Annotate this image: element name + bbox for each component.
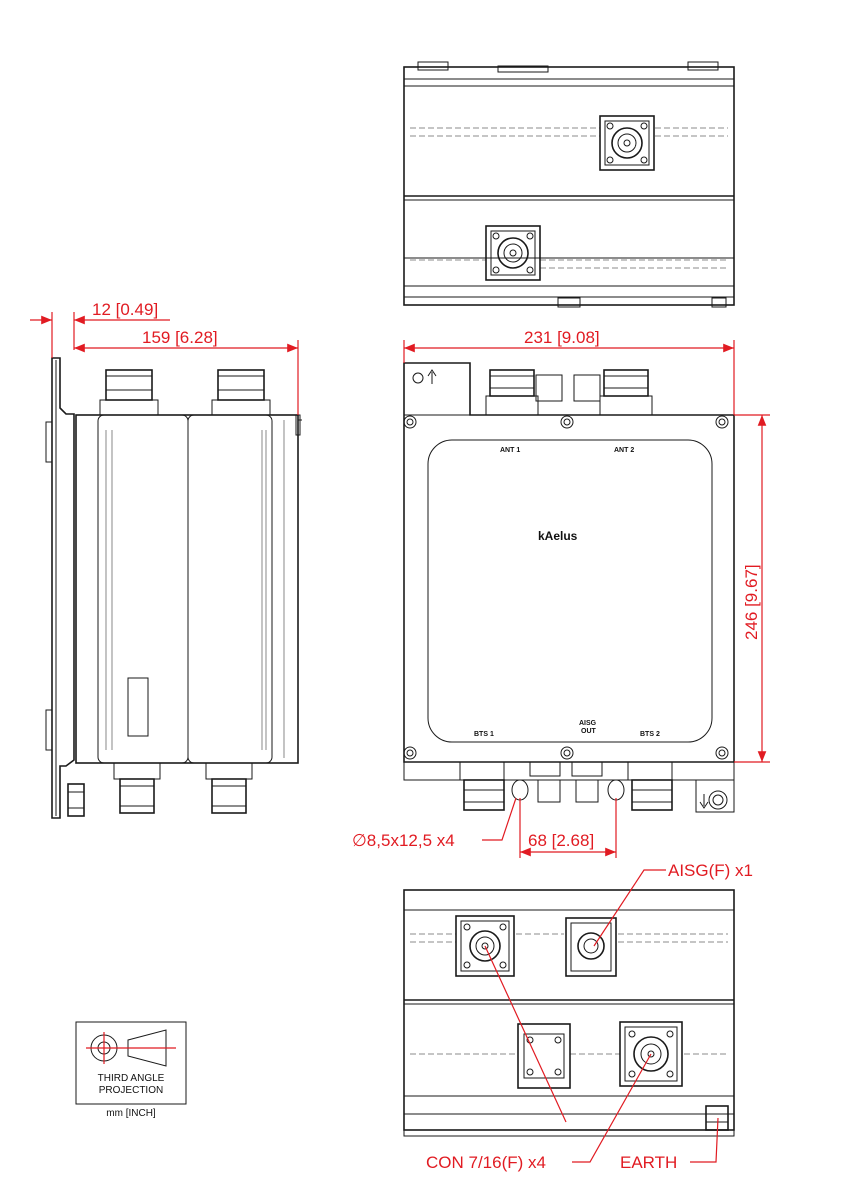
- bottom-bts-connector: [455, 915, 515, 977]
- label-ant1: ANT 1: [500, 447, 520, 454]
- top-bts-connector: [485, 225, 541, 281]
- projection-cone-icon: [127, 1029, 167, 1067]
- label-aisg-out-2: OUT: [581, 728, 597, 735]
- label-aisg-out-1: AISG: [579, 720, 597, 727]
- label-bts2: BTS 2: [640, 731, 660, 738]
- front-bottom-connectors: [459, 761, 673, 811]
- front-ant-connectors: [485, 369, 653, 416]
- projection-line2: PROJECTION: [99, 1085, 163, 1096]
- callout-earth: EARTH: [620, 1117, 719, 1172]
- earth-stud-icon: [708, 790, 728, 810]
- brand-logo: kAelus: [538, 529, 578, 543]
- dim-hole-spacing: 68 [2.68]: [519, 798, 617, 858]
- dim-hole-spacing-text: 68 [2.68]: [528, 831, 594, 850]
- callout-aisg: AISG(F) x1: [593, 861, 753, 947]
- side-view: [45, 357, 302, 819]
- callout-aisg-text: AISG(F) x1: [668, 861, 753, 880]
- callout-con-text: CON 7/16(F) x4: [426, 1153, 546, 1172]
- dim-side-depth: 159 [6.28]: [74, 328, 299, 415]
- front-view: ANT 1 ANT 2 BTS 1 BTS 2 AISG OUT kAelus: [403, 362, 735, 813]
- callout-mount-holes-text: ∅8,5x12,5 x4: [352, 831, 455, 850]
- dim-side-depth-text: 159 [6.28]: [142, 328, 218, 347]
- dim-front-height: 246 [9.67]: [734, 414, 770, 763]
- earth-terminal: [705, 1105, 729, 1131]
- top-ant-connector: [599, 115, 655, 171]
- bottom-plate: [517, 1023, 571, 1089]
- projection-units: mm [INCH]: [106, 1108, 156, 1119]
- mount-bolt-icons: [403, 415, 729, 760]
- dim-side-offset: 12 [0.49]: [30, 300, 170, 358]
- mount-slot-left: [511, 779, 529, 801]
- aisg-connector: [565, 917, 617, 977]
- projection-symbol: THIRD ANGLE PROJECTION mm [INCH]: [75, 1021, 187, 1119]
- callout-earth-text: EARTH: [620, 1153, 677, 1172]
- top-view: [403, 61, 735, 308]
- callout-mount-holes: ∅8,5x12,5 x4: [352, 797, 517, 850]
- label-bts1: BTS 1: [474, 731, 494, 738]
- front-label-panel: [427, 439, 713, 743]
- label-ant2: ANT 2: [614, 447, 634, 454]
- dim-front-width: 231 [9.08]: [403, 328, 735, 415]
- side-bottom-connectors: [113, 762, 253, 814]
- dim-side-offset-text: 12 [0.49]: [92, 300, 158, 319]
- mount-slot-right: [607, 779, 625, 801]
- side-top-connectors: [99, 369, 271, 416]
- bottom-view: [403, 889, 735, 1137]
- projection-line1: THIRD ANGLE: [98, 1073, 165, 1084]
- dim-front-height-text: 246 [9.67]: [742, 564, 761, 640]
- bottom-ant-connector: [619, 1021, 683, 1087]
- callout-con: CON 7/16(F) x4: [426, 945, 652, 1172]
- up-arrow-icon: [427, 369, 437, 384]
- front-hole-icon: [412, 372, 424, 384]
- down-arrow-icon: [699, 794, 709, 809]
- dim-front-width-text: 231 [9.08]: [524, 328, 600, 347]
